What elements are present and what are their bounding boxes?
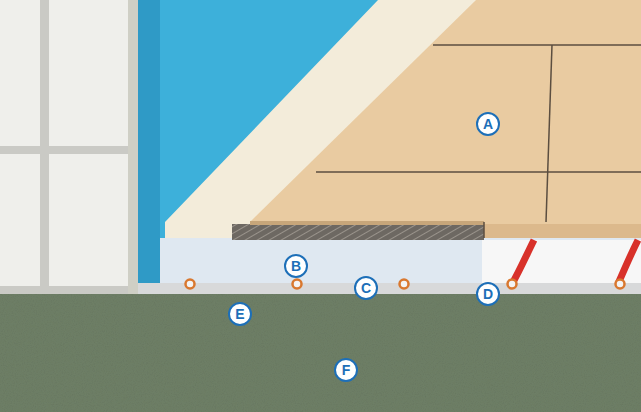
callout-letter: C (354, 276, 378, 300)
edge-insulation-strip (138, 0, 160, 292)
mortar-joint (0, 146, 130, 154)
wall-surface (138, 0, 641, 294)
tile-joint (316, 171, 641, 173)
callout-letter: F (334, 358, 358, 382)
callout-letter: A (476, 112, 500, 136)
tile-adhesive (232, 224, 484, 240)
heating-pipe (512, 240, 534, 284)
heating-pipe (618, 240, 638, 284)
tile-edge (484, 224, 641, 238)
pipe-sections (186, 280, 625, 289)
brick-wall (0, 0, 130, 294)
floor-tiles (250, 0, 641, 224)
callout-letter: D (476, 282, 500, 306)
plaster-layer (128, 0, 138, 294)
callout-letter: B (284, 254, 308, 278)
system-panel (482, 240, 641, 284)
tile-joint (433, 44, 641, 46)
mortar-joint (0, 286, 130, 294)
tile-joint (483, 222, 485, 238)
base-layer (138, 283, 641, 294)
tile-joint (546, 45, 552, 222)
screed-layer (160, 238, 641, 288)
subfloor (0, 294, 641, 412)
callout-letter: E (228, 302, 252, 326)
tile-edge (250, 221, 484, 225)
